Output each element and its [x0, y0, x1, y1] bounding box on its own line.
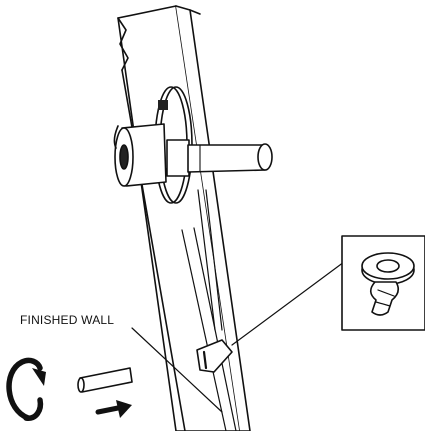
detail-leader-line — [231, 261, 345, 346]
lock-cylinder — [113, 123, 167, 187]
finished-wall-leader-line — [131, 327, 223, 413]
anchor-shaft — [77, 367, 133, 393]
anchor-detail-inset — [341, 235, 425, 331]
wall-panel — [117, 5, 251, 431]
right-arrow-icon — [95, 400, 132, 418]
lever-spindle — [187, 143, 273, 173]
finished-wall-label: FINISHED WALL — [20, 313, 115, 327]
strike-bracket — [196, 339, 233, 373]
clockwise-rotate-arrow-icon — [6, 357, 46, 421]
